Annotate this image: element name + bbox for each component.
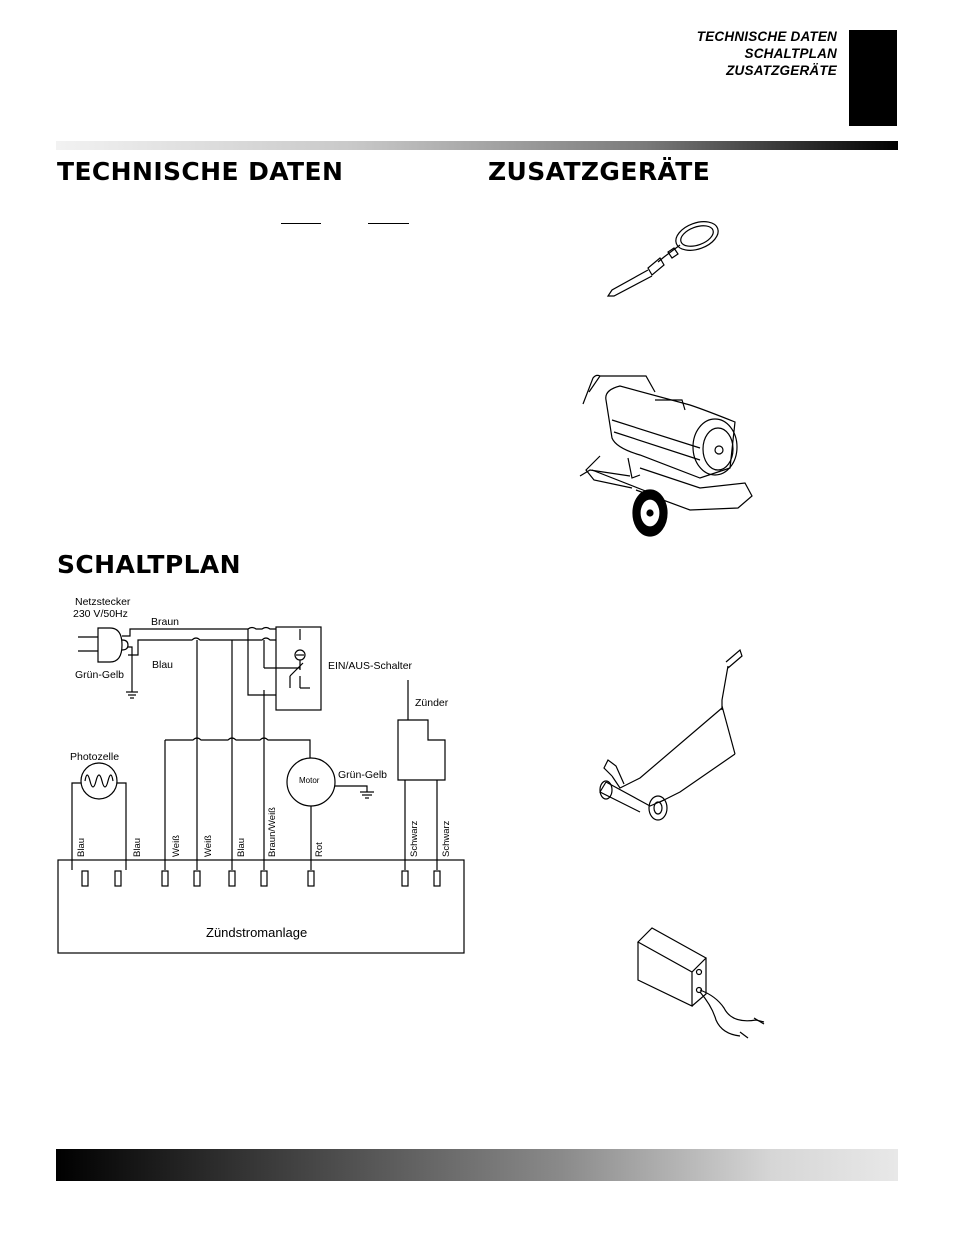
blue-wire-label: Blau (152, 659, 173, 671)
motor-ground-label: Grün-Gelb (338, 769, 387, 781)
photocell-label: Photozelle (70, 751, 119, 763)
switch-label: EIN/AUS-Schalter (328, 660, 413, 672)
brown-wire-label: Braun (151, 616, 179, 628)
wire-label: Braun/Weiß (267, 807, 278, 857)
wire-label: Weiß (171, 835, 182, 857)
header-line: SCHALTPLAN (744, 46, 837, 61)
heater-icon (579, 374, 753, 537)
footer-gradient-bar (56, 1149, 898, 1181)
wiring-diagram-title: SCHALTPLAN (57, 550, 241, 579)
pressure-gauge-icon (606, 221, 719, 297)
wire-label: Blau (76, 838, 87, 857)
wire-label: Weiß (203, 835, 214, 857)
header-section-list: TECHNISCHE DATEN SCHALTPLAN ZUSATZGERÄTE (697, 28, 837, 79)
wire-label: Blau (132, 838, 143, 857)
section-tab-marker (849, 30, 897, 126)
technical-data-title: TECHNISCHE DATEN (57, 157, 344, 186)
ignition-box-label: Zündstromanlage (206, 925, 307, 940)
igniter-icon (397, 719, 446, 781)
table-column-rule (368, 223, 409, 224)
header-line: ZUSATZGERÄTE (726, 63, 837, 78)
top-gradient-rule (56, 141, 898, 150)
photocell-icon (80, 762, 118, 800)
igniter-label: Zünder (415, 697, 449, 709)
table-column-rule (281, 223, 321, 224)
plug-voltage-label: 230 V/50Hz (73, 608, 128, 620)
motor-label: Motor (299, 776, 320, 785)
accessories-title: ZUSATZGERÄTE (488, 157, 711, 186)
wire-label: Schwarz (441, 820, 452, 857)
cart-icon (599, 648, 743, 821)
ignition-control-box (57, 859, 465, 954)
plug-label: Netzstecker (75, 596, 131, 608)
ground-wire-label: Grün-Gelb (75, 669, 124, 681)
power-plug-icon (78, 627, 129, 663)
wire-label: Rot (314, 842, 325, 857)
battery-pack-icon (637, 927, 765, 1039)
header-line: TECHNISCHE DATEN (696, 29, 837, 44)
wire-label: Blau (236, 838, 247, 857)
wire-label: Schwarz (409, 820, 420, 857)
